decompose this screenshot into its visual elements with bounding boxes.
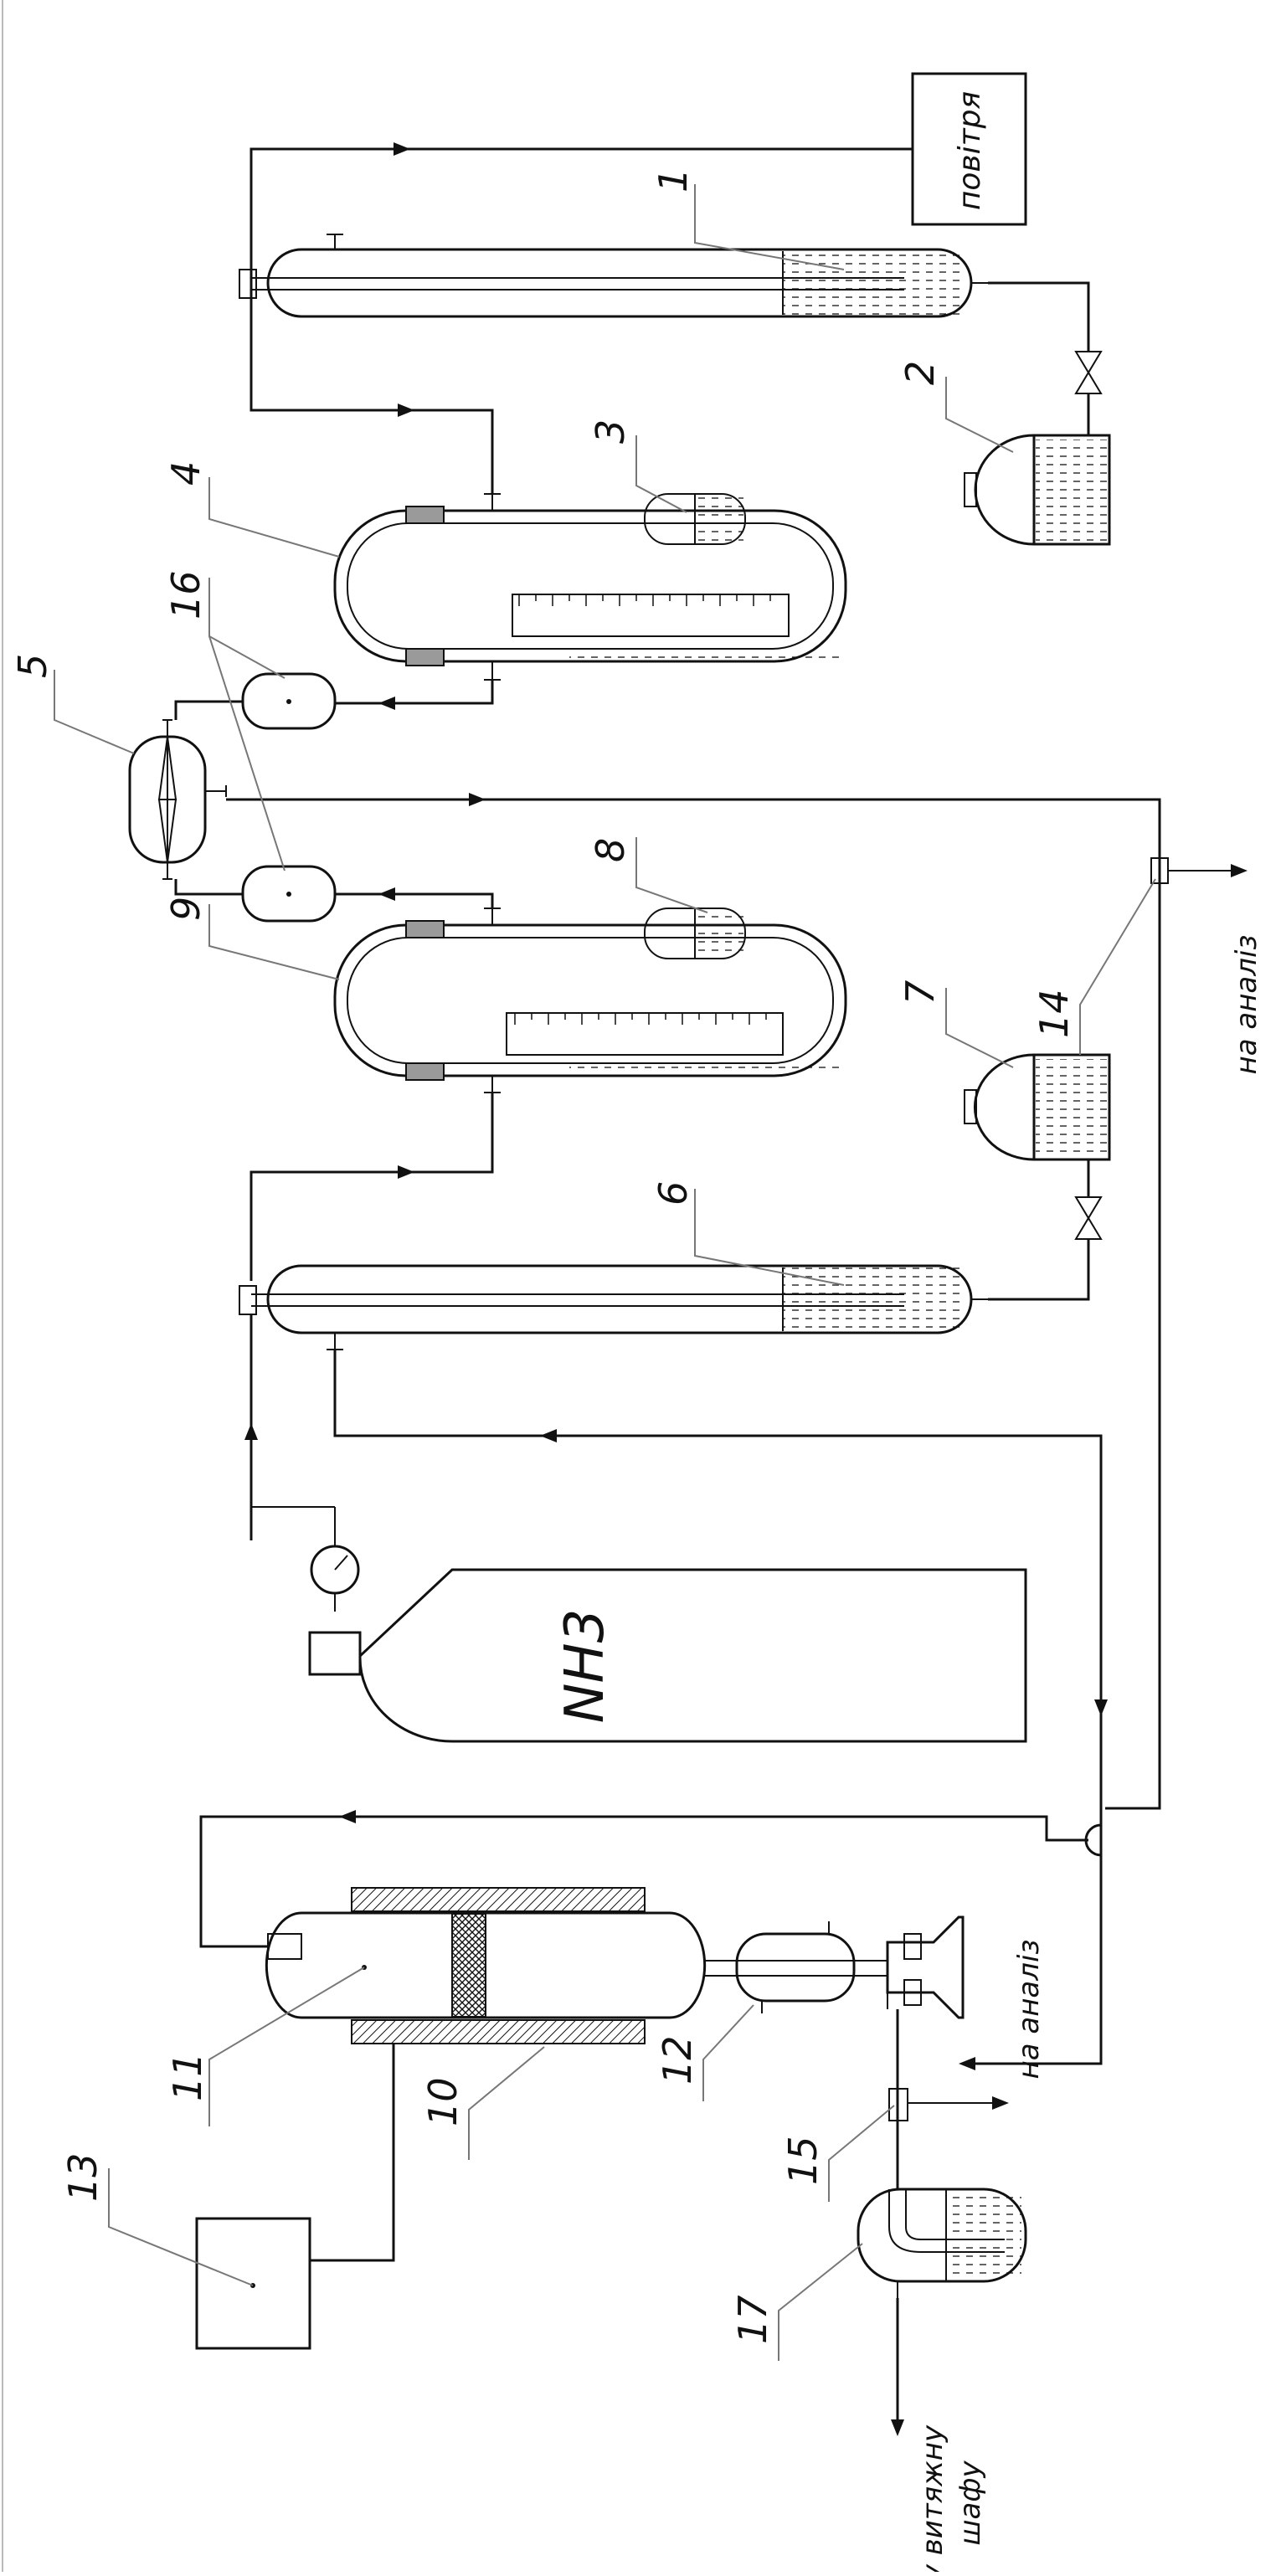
analysis-label-1: на аналіз	[1230, 934, 1263, 1074]
svg-text:1: 1	[651, 168, 696, 193]
callout-12: 12	[655, 2004, 754, 2101]
svg-text:2: 2	[898, 361, 943, 385]
valve-2	[1074, 1196, 1103, 1240]
callout-15: 15	[780, 2105, 895, 2202]
svg-text:13: 13	[60, 2152, 105, 2202]
callout-1: 1	[651, 168, 845, 270]
svg-text:5: 5	[10, 654, 55, 678]
callout-8: 8	[588, 837, 708, 913]
condenser-12	[735, 1921, 856, 2013]
air-label: повітря	[953, 91, 987, 210]
analysis-label-2: на аналіз	[1012, 1939, 1046, 2079]
callout-17: 17	[730, 2243, 863, 2361]
fume-hood-label-2: шафу	[954, 2460, 987, 2546]
callout-11: 11	[165, 1967, 365, 2126]
tap-14	[1150, 857, 1248, 884]
air-source-box: повітря	[911, 72, 1027, 226]
svg-text:6: 6	[651, 1181, 696, 1206]
pressure-gauge-icon	[251, 1506, 360, 1612]
callout-4: 4	[163, 461, 340, 558]
svg-text:14: 14	[1031, 989, 1077, 1038]
svg-text:12: 12	[655, 2035, 700, 2085]
reservoir-7	[964, 1053, 1111, 1161]
callout-2: 2	[898, 361, 1014, 453]
ammonia-cylinder: NH3	[308, 1568, 1027, 1743]
callout-14: 14	[1031, 878, 1156, 1055]
callout-5: 5	[10, 654, 135, 754]
callout-3: 3	[588, 419, 687, 513]
reactor-tube-11	[265, 1911, 707, 2019]
bubbler-17	[857, 2188, 1027, 2298]
callout-6: 6	[651, 1181, 845, 1286]
valve-1	[1074, 351, 1103, 394]
mixer-5	[128, 719, 227, 880]
reservoir-2	[964, 434, 1111, 546]
drying-tube-16b	[241, 865, 337, 923]
svg-text:9: 9	[163, 897, 208, 921]
controller-13	[195, 2217, 311, 2350]
tap-15	[888, 2088, 1009, 2121]
callout-9: 9	[163, 897, 340, 980]
fume-hood-label-1: у витяжну	[916, 2424, 949, 2572]
svg-text:7: 7	[898, 980, 943, 1005]
trap	[886, 1915, 965, 2019]
svg-text:4: 4	[163, 461, 208, 486]
callout-10: 10	[420, 2046, 545, 2160]
saturator-1	[239, 234, 988, 318]
callout-13: 13	[60, 2152, 254, 2286]
svg-text:10: 10	[420, 2077, 466, 2126]
drying-tube-16a	[241, 672, 337, 730]
svg-text:11: 11	[165, 2052, 210, 2101]
saturator-6	[239, 1264, 988, 1350]
reactor-cell-9	[333, 908, 847, 1093]
svg-text:16: 16	[163, 570, 208, 620]
reactor-cell-4	[333, 493, 847, 681]
svg-text:3: 3	[588, 419, 633, 444]
svg-text:17: 17	[730, 2295, 775, 2344]
furnace-10	[351, 1887, 646, 2044]
callout-7: 7	[898, 980, 1014, 1068]
svg-text:8: 8	[588, 838, 633, 862]
svg-text:15: 15	[780, 2136, 826, 2185]
ammonia-label: NH3	[554, 1609, 616, 1724]
callout-16: 16	[163, 570, 286, 872]
